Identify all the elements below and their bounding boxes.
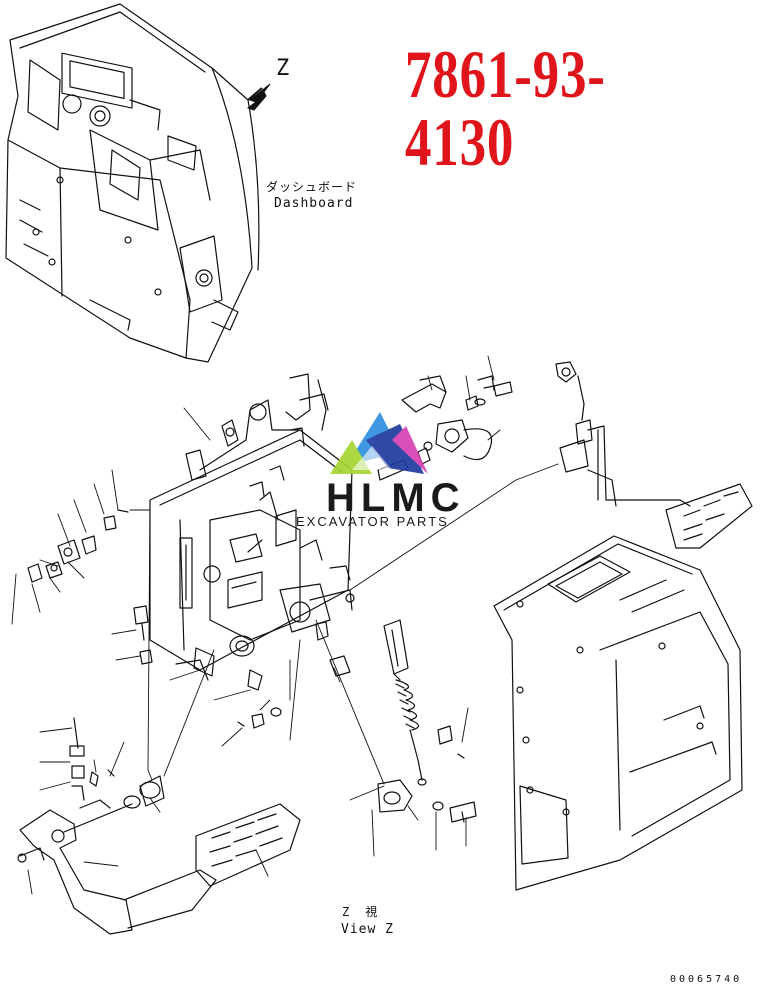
watermark-brand: HLMC — [326, 476, 466, 520]
pedal-bracket-assembly — [149, 373, 355, 681]
leader-lines — [11, 355, 559, 895]
fastener-hardware — [27, 375, 495, 823]
dashboard-label-jp: ダッシュボード — [266, 180, 358, 194]
spring-rod — [377, 619, 427, 813]
view-z-label-en: View Z — [341, 922, 394, 937]
view-marker-label: Z — [276, 56, 290, 81]
right-pedal — [555, 361, 753, 549]
view-direction-arrow-icon — [246, 83, 271, 111]
hlmc-logo-icon — [330, 412, 428, 474]
dashboard-housing-view-z — [493, 535, 743, 891]
view-z-label-jp: Z 視 — [342, 905, 380, 919]
dashboard-label-en: Dashboard — [274, 196, 354, 211]
left-pedal — [17, 717, 301, 935]
watermark-tagline: EXCAVATOR PARTS — [296, 514, 449, 529]
part-number: 7861-93-4130 — [405, 36, 606, 180]
serial-number: 00065740 — [670, 974, 743, 985]
dashboard-assembly — [5, 3, 260, 363]
